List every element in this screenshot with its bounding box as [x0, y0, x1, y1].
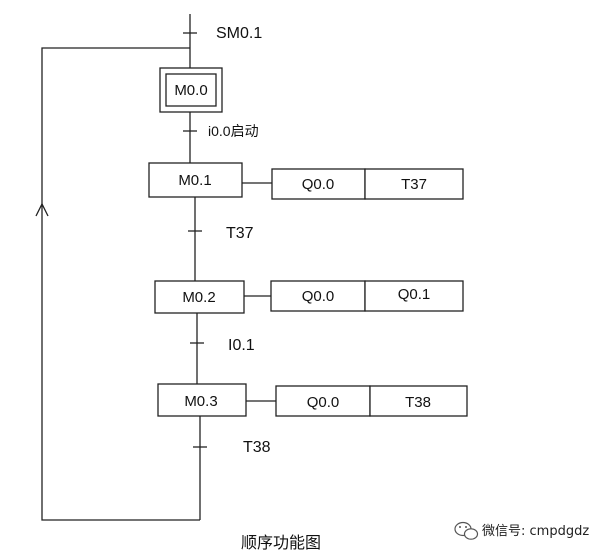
transition-label-t37: T37	[226, 225, 254, 242]
return-loop-line	[41, 47, 200, 521]
transition-label-i00: i0.0启动	[208, 123, 259, 139]
transition-label-sm01: SM0.1	[216, 25, 262, 42]
watermark-text: 微信号: cmpdgdz	[482, 524, 589, 539]
action-label-m02-1: Q0.0	[302, 288, 335, 305]
step-box-m01	[148, 162, 243, 198]
transition-label-t38: T38	[243, 439, 271, 456]
step-box-m02	[154, 280, 245, 314]
step-label-m03: M0.3	[184, 393, 217, 410]
action-label-m03-2: T38	[405, 394, 431, 411]
action-label-m02-2: Q0.1	[398, 286, 431, 303]
transition-label-i01: I0.1	[228, 337, 255, 354]
action-box-m02-2	[364, 280, 464, 312]
action-label-m03-1: Q0.0	[307, 394, 340, 411]
step-box-m03	[157, 383, 247, 417]
return-arrow-icon	[35, 202, 49, 217]
action-box-m01-1	[271, 168, 366, 200]
action-box-m02-1	[270, 280, 366, 312]
diagram-caption: 顺序功能图	[241, 533, 321, 552]
step-label-m01: M0.1	[178, 172, 211, 189]
action-box-m03-2	[369, 385, 468, 417]
action-label-m01-1: Q0.0	[302, 176, 335, 193]
initial-step-inner-box	[165, 73, 217, 107]
wechat-icon	[454, 521, 479, 540]
initial-step-label: M0.0	[174, 82, 207, 99]
action-box-m01-2	[364, 168, 464, 200]
action-label-m01-2: T37	[401, 176, 427, 193]
step-label-m02: M0.2	[182, 289, 215, 306]
